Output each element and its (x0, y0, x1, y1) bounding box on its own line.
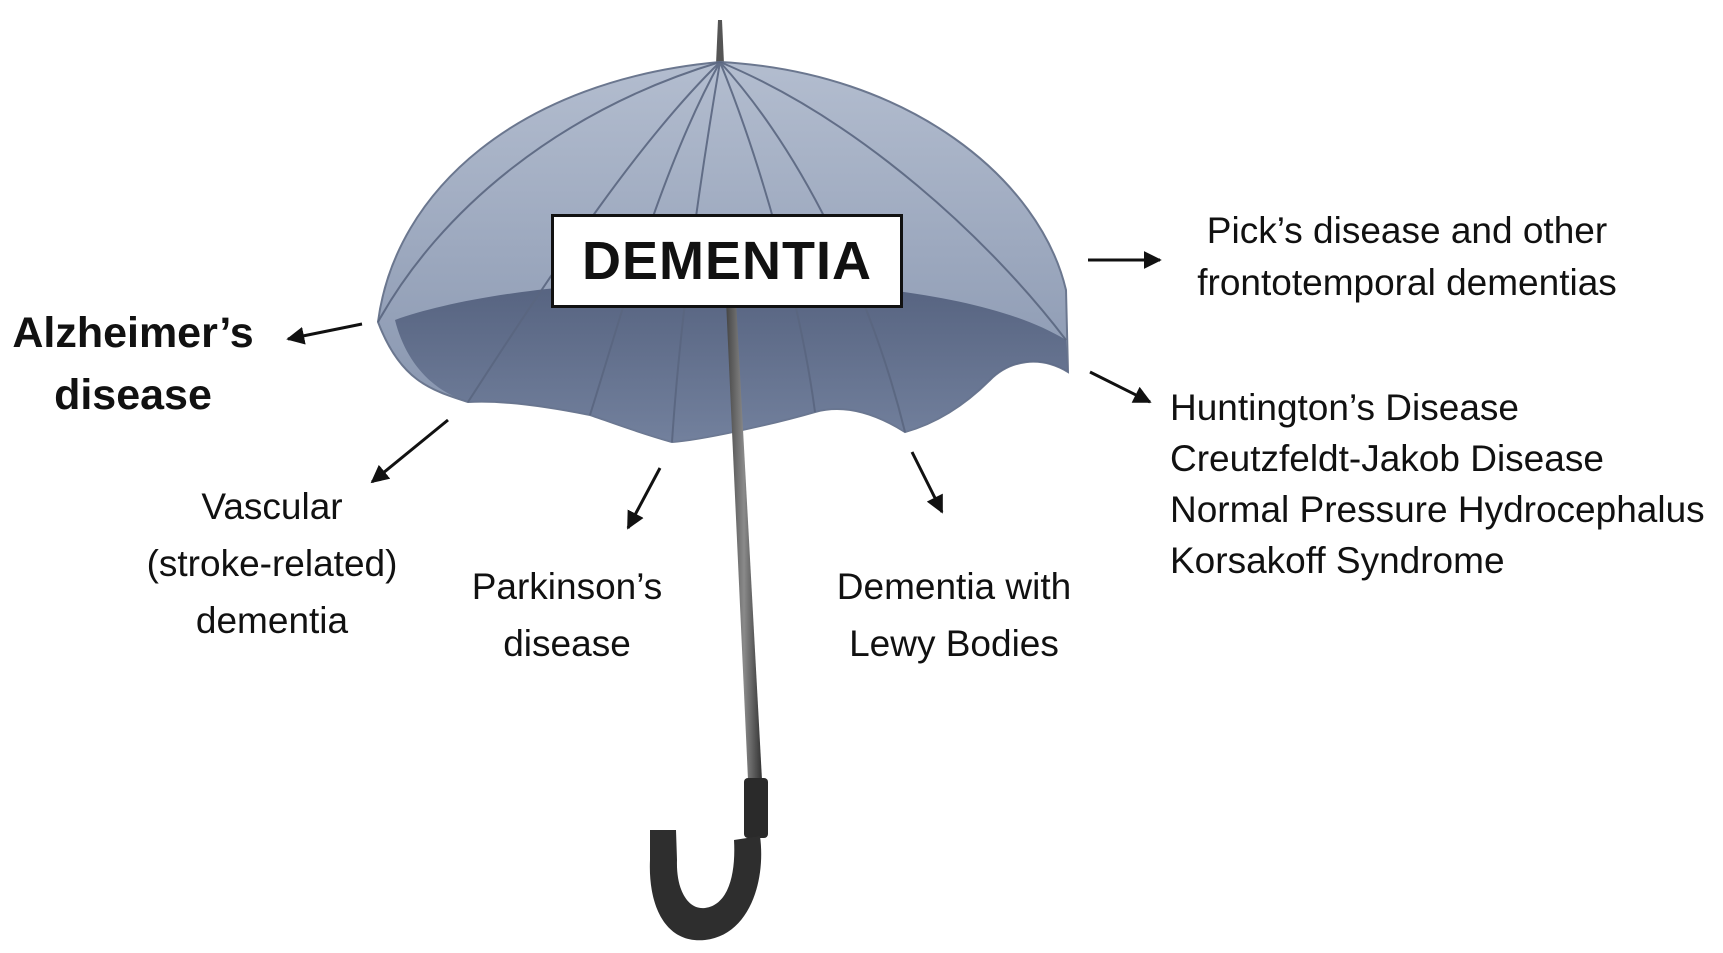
label-lewy: Dementia with Lewy Bodies (800, 558, 1108, 672)
label-other-dementias: Huntington’s Disease Creutzfeldt-Jakob D… (1170, 382, 1720, 586)
umbrella-tip (716, 20, 724, 64)
umbrella-hook (650, 830, 761, 940)
label-parkinsons: Parkinson’s disease (448, 558, 686, 672)
arrow-lewy (912, 452, 942, 512)
umbrella-grip (744, 778, 768, 838)
label-alzheimers: Alzheimer’s disease (0, 302, 266, 426)
label-pick: Pick’s disease and other frontotemporal … (1172, 205, 1642, 309)
arrow-vascular (372, 420, 448, 482)
list-item: Huntington’s Disease (1170, 382, 1720, 433)
arrow-others (1090, 372, 1150, 402)
list-item: Normal Pressure Hydrocephalus (1170, 484, 1720, 535)
label-vascular: Vascular (stroke-related) dementia (112, 478, 432, 649)
arrow-parkinsons (628, 468, 660, 528)
list-item: Creutzfeldt-Jakob Disease (1170, 433, 1720, 484)
arrow-alzheimers (288, 324, 362, 339)
dementia-title: DEMENTIA (551, 214, 903, 308)
list-item: Korsakoff Syndrome (1170, 535, 1720, 586)
